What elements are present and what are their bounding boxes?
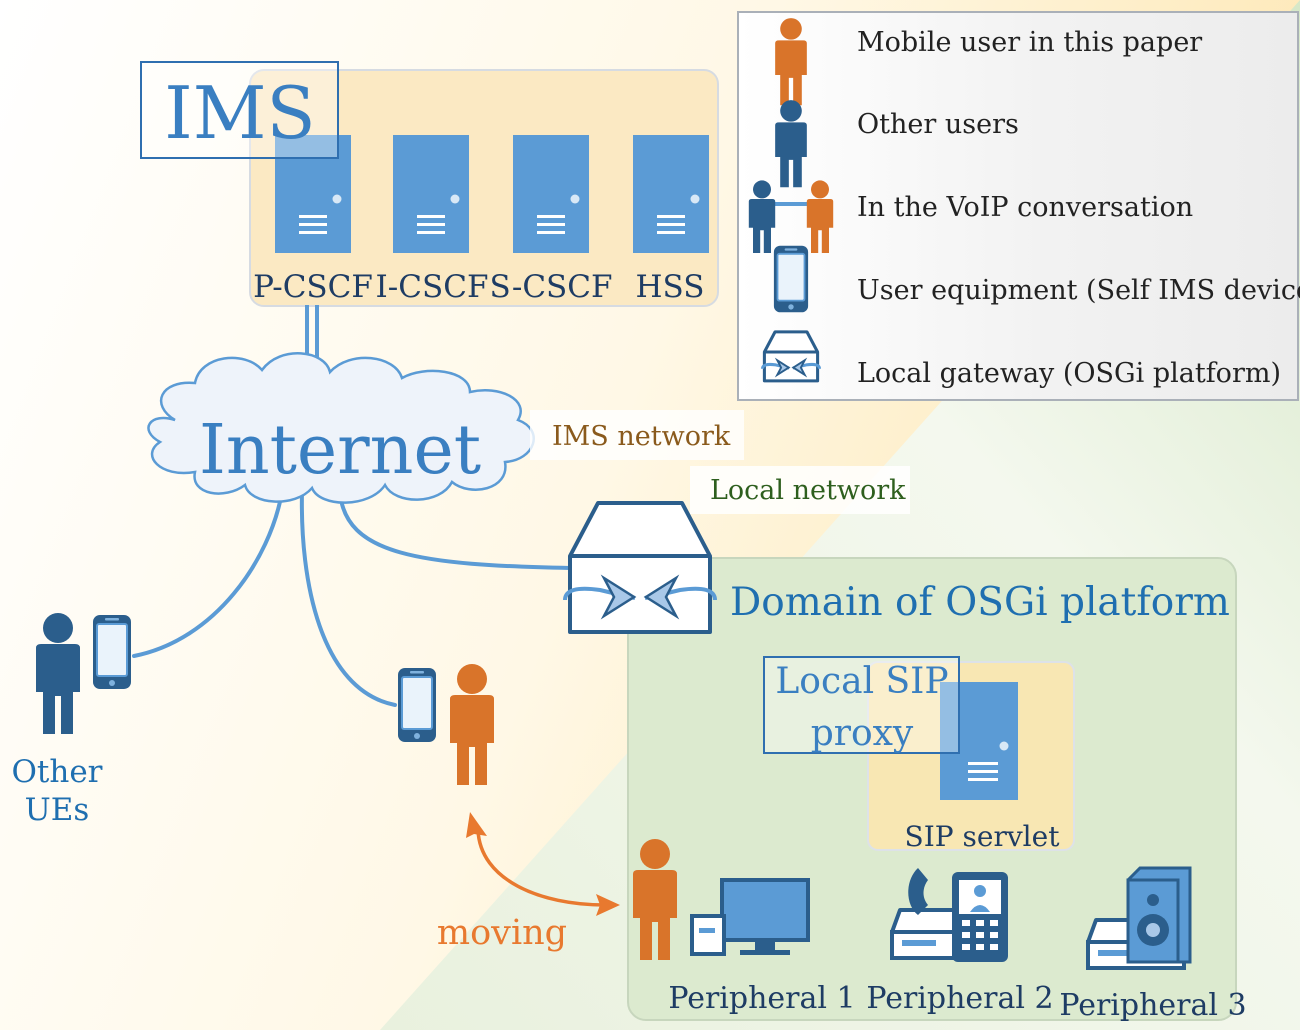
server-label-hss: HSS xyxy=(636,269,705,305)
legend-label-voip: In the VoIP conversation xyxy=(857,192,1193,223)
legend-gateway-icon xyxy=(760,330,822,383)
s-cscf-server-icon xyxy=(513,135,589,253)
legend-smartphone-icon xyxy=(773,244,809,314)
internet-cloud-icon xyxy=(147,352,535,504)
ims-core-box xyxy=(249,69,719,307)
internet-label: Internet xyxy=(199,411,481,490)
local-network-label: Local network xyxy=(710,475,906,506)
ims-title-box xyxy=(140,61,339,159)
sip-servlet-label: SIP servlet xyxy=(905,820,1061,853)
legend-label-local-gateway: Local gateway (OSGi platform) xyxy=(857,358,1281,389)
peripheral-3-label: Peripheral 3 xyxy=(1059,988,1246,1023)
local-sip-proxy-label-line2: proxy xyxy=(811,713,914,754)
server-label-p-cscf: P-CSCF xyxy=(253,269,373,305)
legend: Mobile user in this paper Other users In… xyxy=(737,11,1300,401)
peripheral-3-speaker-icon xyxy=(1086,866,1192,970)
moving-arrow xyxy=(466,812,620,916)
ims-title: IMS xyxy=(164,71,316,155)
other-ues-label-line2: UEs xyxy=(25,792,90,828)
legend-label-user-equipment: User equipment (Self IMS device) xyxy=(857,275,1300,306)
local-sip-proxy-box xyxy=(763,656,960,754)
legend-label-mobile-user: Mobile user in this paper xyxy=(857,27,1202,58)
local-network-label-box xyxy=(690,466,910,514)
legend-voip-conversation-icon xyxy=(748,180,834,253)
server-label-s-cscf: S-CSCF xyxy=(489,269,612,305)
peripheral-1-label: Peripheral 1 xyxy=(668,981,855,1016)
sip-server-icon xyxy=(940,682,1018,800)
ims-network-label-box xyxy=(530,410,744,460)
peripheral-1-computer-icon xyxy=(690,878,810,956)
local-sip-proxy-label-line1: Local SIP xyxy=(775,661,948,702)
ims-network-label: IMS network xyxy=(552,421,731,452)
other-user-phone-icon xyxy=(92,614,132,690)
other-ues-label-line1: Other xyxy=(11,754,102,790)
peripheral-2-phone-icon xyxy=(890,868,1008,962)
hss-server-icon xyxy=(633,135,709,253)
i-cscf-server-icon xyxy=(393,135,469,253)
peripheral-2-label: Peripheral 2 xyxy=(866,981,1053,1016)
mobile-user-phone-icon xyxy=(397,667,437,743)
moving-label: moving xyxy=(437,913,567,953)
server-label-i-cscf: I-CSCF xyxy=(376,269,489,305)
legend-label-other-users: Other users xyxy=(857,109,1019,140)
local-gateway-icon xyxy=(563,501,717,634)
osgi-domain-label: Domain of OSGi platform xyxy=(730,580,1230,625)
